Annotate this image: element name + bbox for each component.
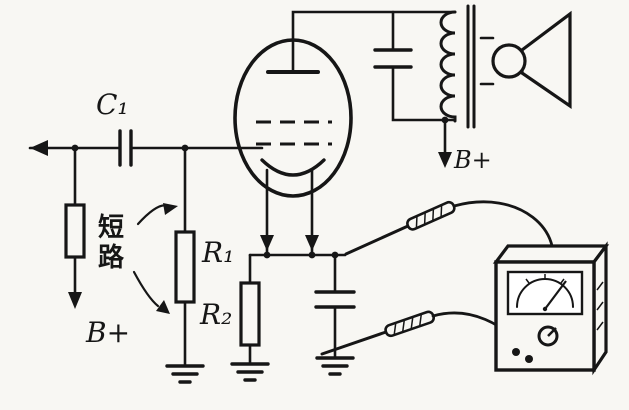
terminal-2[interactable] (525, 355, 533, 363)
probe-handle-upper (406, 200, 456, 231)
speaker (491, 10, 572, 110)
bypass-capacitor (314, 290, 356, 309)
multimeter-side-face (592, 241, 608, 376)
vacuum-tube (233, 38, 353, 251)
resistor-r1 (174, 230, 196, 304)
terminal-1[interactable] (512, 348, 520, 356)
annotation-arrowhead-upper (163, 203, 178, 215)
test-probe-upper (344, 200, 456, 256)
probe-handle-lower (384, 310, 436, 338)
speaker-driver (491, 43, 527, 79)
resistor-left-bplus (64, 203, 86, 259)
cathode-arrow-right (305, 235, 319, 251)
short-circuit-annotation: 短 路 (98, 203, 178, 314)
annotation-arrow-lower (132, 270, 160, 308)
multimeter-top-face (492, 244, 610, 264)
resistor-r2 (239, 281, 261, 347)
circuit-wires (28, 10, 495, 368)
annotation-arrow-upper (136, 204, 170, 226)
test-probe-lower (320, 310, 436, 356)
multimeter (492, 241, 610, 376)
bplus-arrowhead-left (68, 292, 82, 309)
cathode-arrow-left (260, 235, 274, 251)
tube-envelope (233, 38, 353, 198)
ground-r2 (230, 362, 270, 382)
label-bplus-left: B+ (85, 316, 130, 349)
label-bplus-right: B+ (453, 146, 492, 174)
output-arrow-left (30, 140, 48, 156)
ground-bypass (315, 356, 355, 376)
output-transformer (439, 4, 476, 129)
transformer-core (466, 4, 476, 129)
speaker-horn (520, 10, 572, 110)
label-short-char2: 路 (98, 242, 125, 272)
label-short-char1: 短 (98, 212, 124, 242)
transformer-primary-coil (439, 10, 457, 123)
junction-dots (71, 116, 449, 259)
bplus-arrowhead-right (438, 152, 452, 168)
meter-needle (544, 280, 567, 310)
label-r2: R₂ (199, 298, 232, 331)
ground-r1 (165, 364, 205, 384)
capacitor-c1 (118, 129, 133, 167)
annotation-arrowhead-lower (156, 300, 170, 314)
knob-pointer (547, 327, 557, 337)
label-r1: R₁ (201, 236, 234, 269)
coupling-capacitor (373, 48, 413, 69)
label-c1: C₁ (96, 88, 129, 121)
tube-cathode (260, 158, 326, 177)
